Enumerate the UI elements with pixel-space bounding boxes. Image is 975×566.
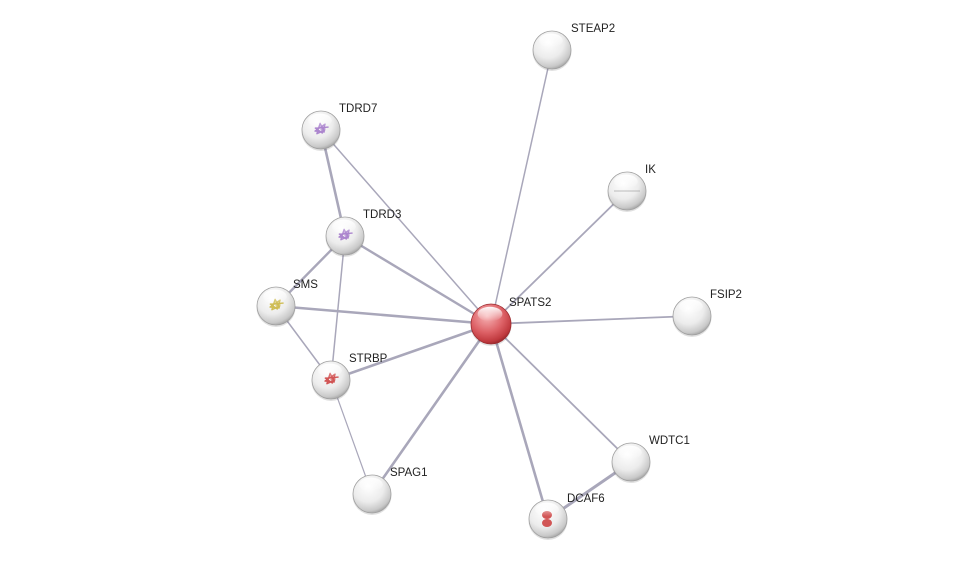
edge-spats2-steap2[interactable] [490, 49, 553, 325]
edge-spats2-fsip2[interactable] [490, 315, 693, 325]
node-spag1[interactable]: SPAG1 [352, 467, 428, 515]
node-tdrd7[interactable]: TDRD7 [301, 103, 378, 151]
node-strbp[interactable]: STRBP [311, 353, 388, 401]
node-sms[interactable]: SMS [256, 279, 319, 327]
node-highlight [539, 33, 563, 48]
node-label-wdtc1: WDTC1 [649, 435, 690, 447]
edge-spats2-sms[interactable] [274, 304, 493, 326]
node-highlight [679, 299, 703, 314]
node-label-strbp: STRBP [349, 353, 388, 365]
node-label-spats2: SPATS2 [509, 297, 551, 309]
edge-spats2-tdrd7[interactable] [320, 129, 492, 325]
node-highlight [477, 306, 503, 322]
edge-spats2-wdtc1[interactable] [490, 323, 632, 463]
node-highlight [618, 445, 642, 460]
node-highlight [318, 363, 342, 378]
node-label-fsip2: FSIP2 [710, 289, 742, 301]
node-label-tdrd3: TDRD3 [363, 209, 401, 221]
node-highlight [308, 113, 332, 128]
node-highlight [263, 289, 287, 304]
protein-structure-icon [314, 122, 329, 135]
node-highlight [535, 502, 559, 517]
edge-spats2-dcaf6[interactable] [489, 322, 550, 521]
node-tdrd3[interactable]: TDRD3 [325, 209, 402, 257]
protein-structure-icon [269, 298, 284, 311]
node-label-dcaf6: DCAF6 [567, 493, 605, 505]
edge-strbp-spag1[interactable] [330, 379, 373, 495]
edge-tdrd3-strbp[interactable] [330, 235, 346, 381]
protein-structure-icon [324, 372, 339, 385]
node-highlight [614, 174, 638, 189]
node-label-spag1: SPAG1 [390, 467, 428, 479]
node-ik[interactable]: IK [607, 164, 657, 212]
edge-spats2-strbp[interactable] [329, 322, 493, 382]
edge-spats2-spag1[interactable] [370, 322, 493, 496]
node-highlight [359, 477, 383, 492]
node-label-tdrd7: TDRD7 [339, 103, 377, 115]
protein-structure-icon [338, 228, 353, 241]
node-highlight [332, 219, 356, 234]
edge-spats2-tdrd3[interactable] [343, 234, 493, 326]
node-label-steap2: STEAP2 [571, 23, 615, 35]
node-wdtc1[interactable]: WDTC1 [611, 435, 690, 483]
node-steap2[interactable]: STEAP2 [532, 23, 616, 71]
node-spats2[interactable]: SPATS2 [470, 297, 552, 346]
node-label-ik: IK [645, 164, 656, 176]
node-fsip2[interactable]: FSIP2 [672, 289, 742, 337]
node-label-sms: SMS [293, 279, 318, 291]
edge-spats2-ik[interactable] [490, 190, 628, 325]
node-dcaf6[interactable]: DCAF6 [528, 493, 605, 540]
